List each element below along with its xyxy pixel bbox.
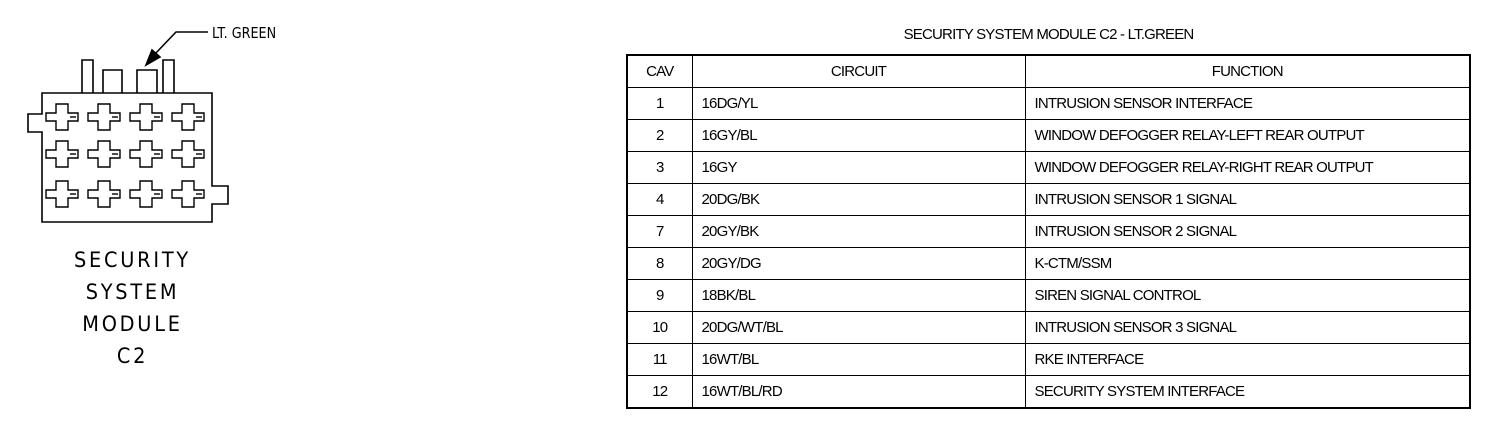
terminal-cavity [171,103,205,131]
cavity-number: 8 [626,247,693,280]
terminal-cavity [45,140,79,168]
color-callout-label: LT. GREEN [212,24,277,42]
table-row: 7 20GY/BK INTRUSION SENSOR 2 SIGNAL [626,215,1471,248]
connector-label-line-3: MODULE [82,312,183,336]
connector-body [27,92,229,223]
connector-drawing [27,31,229,223]
locking-tabs [81,59,175,93]
pinout-table: CAV CIRCUIT FUNCTION 1 16DG/YL INTRUSION… [626,54,1471,409]
cavity-number: 10 [626,311,693,344]
cavity-number: 4 [626,183,693,216]
table-title: SECURITY SYSTEM MODULE C2 - LT.GREEN [903,26,1195,43]
callout-pointer [144,31,208,67]
terminal-cavity [87,103,121,131]
header-circuit: CIRCUIT [691,54,1026,88]
table-row: 11 16WT/BL RKE INTERFACE [626,343,1471,376]
circuit-code: 16WT/BL [691,343,1026,376]
cavity-number: 12 [626,375,693,409]
circuit-function: INTRUSION SENSOR 1 SIGNAL [1024,183,1471,216]
circuit-code: 20DG/BK [691,183,1026,216]
terminal-cavity [129,140,163,168]
circuit-code: 16DG/YL [691,87,1026,120]
header-cav: CAV [626,54,693,88]
table-row: 9 18BK/BL SIREN SIGNAL CONTROL [626,279,1471,312]
terminal-cavity [129,180,163,208]
circuit-code: 18BK/BL [691,279,1026,312]
connector-label-line-4: C2 [116,344,149,368]
terminal-cavity [45,103,79,131]
circuit-function: INTRUSION SENSOR 3 SIGNAL [1024,311,1471,344]
circuit-function: WINDOW DEFOGGER RELAY-RIGHT REAR OUTPUT [1024,151,1471,184]
cavity-number: 1 [626,87,693,120]
table-row: 8 20GY/DG K-CTM/SSM [626,247,1471,280]
terminal-cavity [129,103,163,131]
cavity-number: 7 [626,215,693,248]
table-row: 12 16WT/BL/RD SECURITY SYSTEM INTERFACE [626,375,1471,409]
terminal-cavity [45,180,79,208]
cavity-number: 9 [626,279,693,312]
terminal-cavity [171,180,205,208]
terminal-cavity [171,140,205,168]
table-row: 4 20DG/BK INTRUSION SENSOR 1 SIGNAL [626,183,1471,216]
terminal-cavity [87,140,121,168]
circuit-code: 16GY/BL [691,119,1026,152]
circuit-code: 16WT/BL/RD [691,375,1026,409]
circuit-function: WINDOW DEFOGGER RELAY-LEFT REAR OUTPUT [1024,119,1471,152]
circuit-function: SECURITY SYSTEM INTERFACE [1024,375,1471,409]
table-row: 3 16GY WINDOW DEFOGGER RELAY-RIGHT REAR … [626,151,1471,184]
cavity-number: 3 [626,151,693,184]
table-row: 2 16GY/BL WINDOW DEFOGGER RELAY-LEFT REA… [626,119,1471,152]
cavity-number: 11 [626,343,693,376]
table-row: 1 16DG/YL INTRUSION SENSOR INTERFACE [626,87,1471,120]
table-header-row: CAV CIRCUIT FUNCTION [626,54,1471,88]
circuit-code: 20GY/DG [691,247,1026,280]
cavity-number: 2 [626,119,693,152]
circuit-code: 20GY/BK [691,215,1026,248]
circuit-code: 16GY [691,151,1026,184]
circuit-function: RKE INTERFACE [1024,343,1471,376]
circuit-function: INTRUSION SENSOR INTERFACE [1024,87,1471,120]
circuit-function: K-CTM/SSM [1024,247,1471,280]
cavity-grid [45,103,205,208]
circuit-function: INTRUSION SENSOR 2 SIGNAL [1024,215,1471,248]
connector-label-line-1: SECURITY [74,248,191,272]
header-function: FUNCTION [1024,54,1471,88]
terminal-cavity [87,180,121,208]
circuit-code: 20DG/WT/BL [691,311,1026,344]
table-row: 10 20DG/WT/BL INTRUSION SENSOR 3 SIGNAL [626,311,1471,344]
circuit-function: SIREN SIGNAL CONTROL [1024,279,1471,312]
connector-label-line-2: SYSTEM [85,280,180,304]
